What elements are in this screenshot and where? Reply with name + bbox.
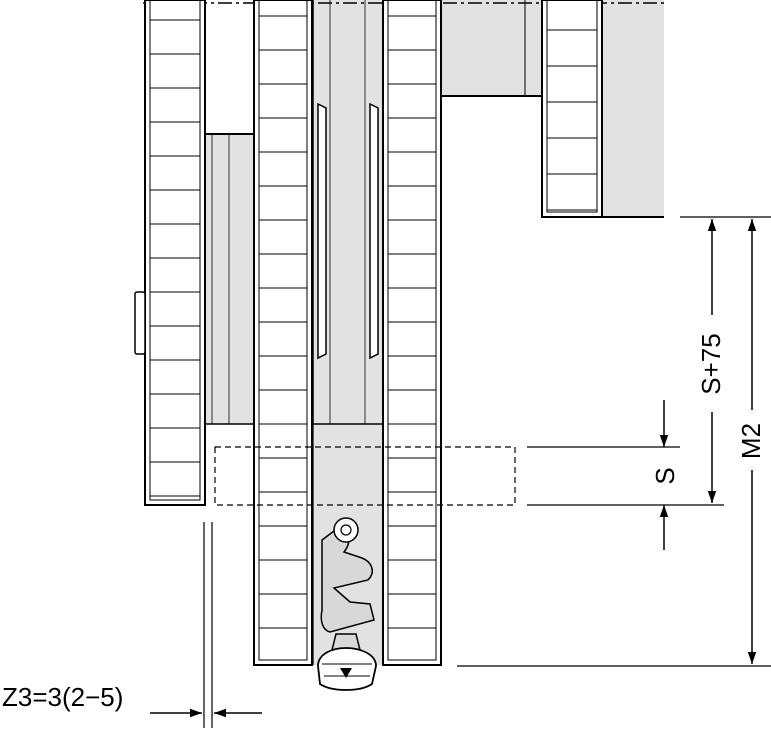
dimension-s-plus-75-label: S+75 [696, 333, 726, 394]
dimension-m2-label: M2 [736, 423, 766, 459]
left-inner-shaded-panel [205, 134, 254, 424]
dashed-references [214, 216, 771, 667]
dashed-rail-outline [214, 446, 516, 506]
middle-right-door-outer [382, 0, 442, 666]
middle-left-door-inner [258, 0, 308, 661]
right-door-inner [546, 0, 598, 213]
middle-right-door-ladder [388, 15, 436, 629]
center-channel [312, 0, 384, 665]
left-door-inner [149, 0, 201, 501]
left-door-outer [144, 0, 206, 506]
left-inner-panel [205, 133, 254, 425]
middle-left-door-ladder [259, 15, 307, 629]
dimension-z3-label: Z3=3(2−5) [2, 682, 123, 712]
left-guide-rail [317, 102, 327, 360]
right-door-ladder [547, 29, 597, 211]
roller-fitting [317, 517, 377, 691]
left-door-ladder [150, 19, 200, 497]
middle-right-door-inner [387, 0, 437, 661]
right-door-outer [541, 0, 603, 218]
roller-wheel-marker [340, 668, 352, 678]
fitting-pivot-inner [340, 524, 352, 536]
dimension-s-plus-75: S+75 [696, 219, 726, 503]
middle-right-door-profile [382, 0, 442, 666]
middle-left-door-outer [253, 0, 313, 666]
right-shaded-panel [600, 0, 664, 218]
right-upper-door-profile [541, 0, 603, 218]
dimension-s: S [650, 400, 680, 550]
dimension-m2: M2 [736, 219, 766, 664]
dimension-z3: Z3=3(2−5) [2, 522, 262, 728]
left-door-handle-tab [134, 291, 146, 355]
right-guide-rail [369, 102, 379, 360]
dimension-s-label: S [650, 467, 680, 484]
middle-left-door-profile [253, 0, 313, 666]
left-door-profile [134, 0, 206, 506]
